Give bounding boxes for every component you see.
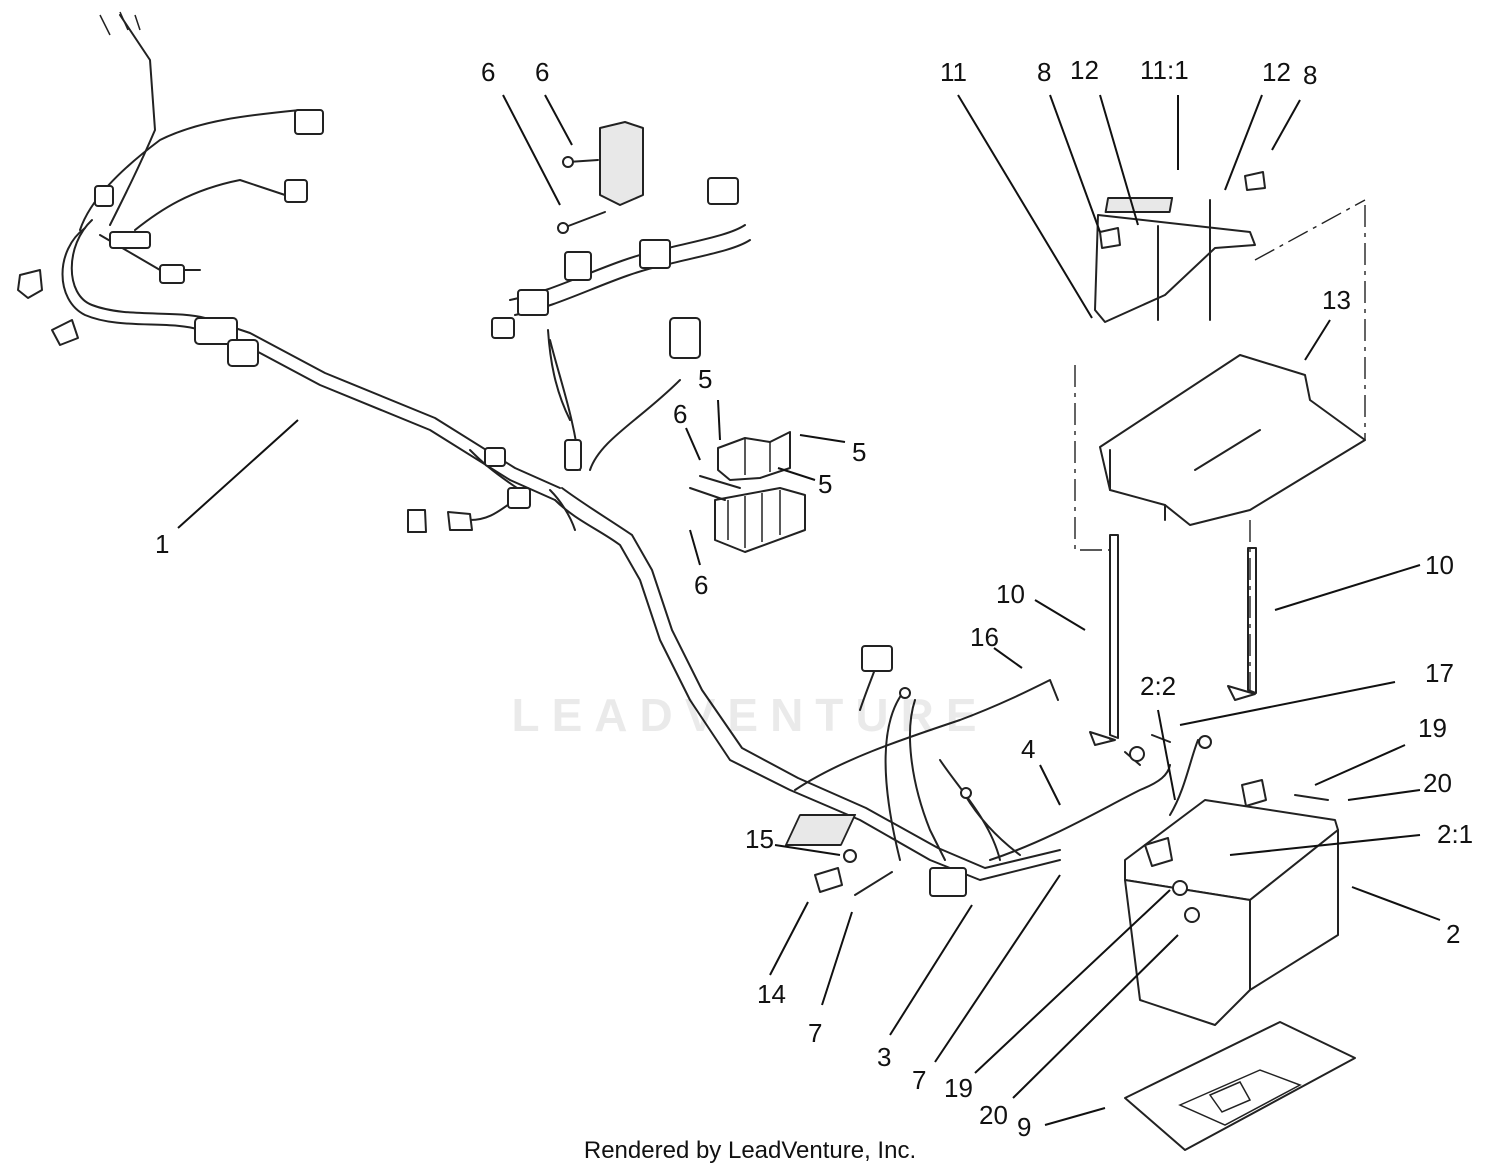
harness-connector — [194, 317, 238, 345]
callout-6: 6 — [673, 399, 687, 429]
callout-15: 15 — [745, 824, 774, 854]
foam-pad — [1104, 197, 1174, 213]
upper-harness — [491, 121, 751, 421]
callout-2-2: 2:2 — [1140, 671, 1176, 701]
j-bolt-right — [1247, 547, 1257, 694]
callout-12: 12 — [1070, 55, 1099, 85]
starter-solenoid — [929, 867, 967, 897]
callout-19: 19 — [1418, 713, 1447, 743]
callout-8: 8 — [1037, 57, 1051, 87]
bracket-upper — [599, 121, 644, 206]
callout-7: 7 — [808, 1018, 822, 1048]
leader-lines — [177, 94, 1441, 1126]
battery-tray — [1124, 1021, 1356, 1151]
relay-module — [669, 317, 701, 359]
battery-cover — [1099, 354, 1366, 526]
fuse-block — [714, 487, 806, 553]
callout-8: 8 — [1303, 60, 1317, 90]
callout-6: 6 — [535, 57, 549, 87]
callout-9: 9 — [1017, 1112, 1031, 1142]
callout-14: 14 — [757, 979, 786, 1009]
battery-assembly — [784, 779, 1356, 1151]
callout-1: 1 — [155, 529, 169, 559]
relay-set — [717, 431, 791, 481]
battery-cover-assembly — [1074, 171, 1366, 746]
battery-cables — [794, 645, 1329, 897]
battery-label — [784, 814, 857, 846]
callout-2-1: 2:1 — [1437, 819, 1473, 849]
callout-3: 3 — [877, 1042, 891, 1072]
callout-4: 4 — [1021, 734, 1035, 764]
callout-17: 17 — [1425, 658, 1454, 688]
callout-10: 10 — [1425, 550, 1454, 580]
callout-2: 2 — [1446, 919, 1460, 949]
hold-down-bracket — [1094, 214, 1256, 323]
callout-10: 10 — [996, 579, 1025, 609]
callout-19: 19 — [944, 1073, 973, 1103]
watermark: LEADVENTURE — [511, 689, 989, 741]
callout-5: 5 — [818, 469, 832, 499]
terminal-positive — [1144, 837, 1173, 867]
callout-7: 7 — [912, 1065, 926, 1095]
callout-11: 11 — [940, 57, 967, 87]
main-wire-harness — [17, 11, 1061, 881]
battery-side — [1249, 829, 1339, 991]
footer-credit: Rendered by LeadVenture, Inc. — [583, 1137, 917, 1164]
clamp-left — [17, 269, 43, 299]
callout-11-1: 11:1 — [1140, 55, 1189, 85]
callout-6: 6 — [481, 57, 495, 87]
fuse-block-assembly — [689, 431, 806, 553]
clip-left — [1099, 227, 1121, 249]
terminal-negative — [1241, 779, 1267, 807]
callout-13: 13 — [1322, 285, 1351, 315]
callout-5: 5 — [852, 437, 866, 467]
callout-5: 5 — [698, 364, 712, 394]
battery-front — [1124, 879, 1251, 1026]
bolt — [814, 867, 843, 893]
callout-20: 20 — [1423, 768, 1452, 798]
callout-20: 20 — [979, 1100, 1008, 1130]
callout-6: 6 — [694, 570, 708, 600]
callout-labels: 1 6 6 5 6 5 5 6 11 8 12 11:1 12 8 13 10 … — [155, 55, 1473, 1142]
callout-16: 16 — [970, 622, 999, 652]
j-bolt-left — [1109, 534, 1119, 739]
callout-12: 12 — [1262, 57, 1291, 87]
